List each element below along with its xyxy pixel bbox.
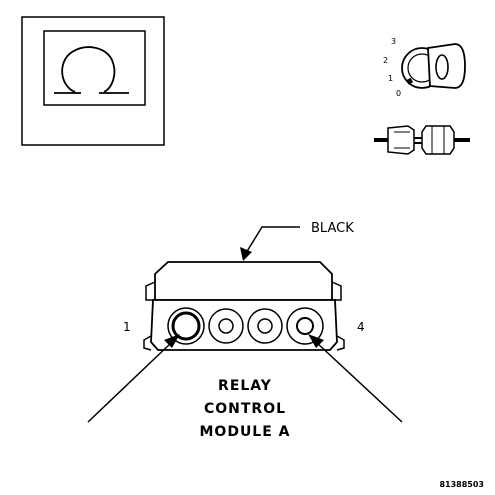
- ignition-position-1: 1: [388, 74, 393, 83]
- connector-color-callout: [240, 226, 300, 261]
- connector-color-label: BLACK: [311, 221, 354, 236]
- ignition-position-3: 3: [391, 37, 396, 46]
- disconnected-connector-icon: [374, 125, 470, 155]
- ignition-key-icon: 3 2 1 0: [383, 37, 466, 98]
- pin-cavity-4: [286, 307, 324, 345]
- ohmmeter-icon: [21, 16, 165, 146]
- ignition-position-2: 2: [383, 56, 388, 65]
- module-label-line1: RELAY: [218, 378, 272, 394]
- figure-id: 81388503: [439, 480, 484, 489]
- probe-arrow-pin-1: [87, 334, 180, 423]
- connector-body: [143, 261, 345, 351]
- ignition-position-0: 0: [396, 89, 401, 98]
- module-label-line3: MODULE A: [199, 424, 290, 440]
- module-label-line2: CONTROL: [204, 401, 286, 417]
- pin-label-4: 4: [357, 320, 365, 334]
- probe-arrow-pin-4: [308, 334, 403, 423]
- pin-label-1: 1: [123, 320, 131, 334]
- pin-cavity-1: [167, 307, 205, 345]
- pin-cavity-2: [208, 308, 244, 344]
- pin-cavity-3: [247, 308, 283, 344]
